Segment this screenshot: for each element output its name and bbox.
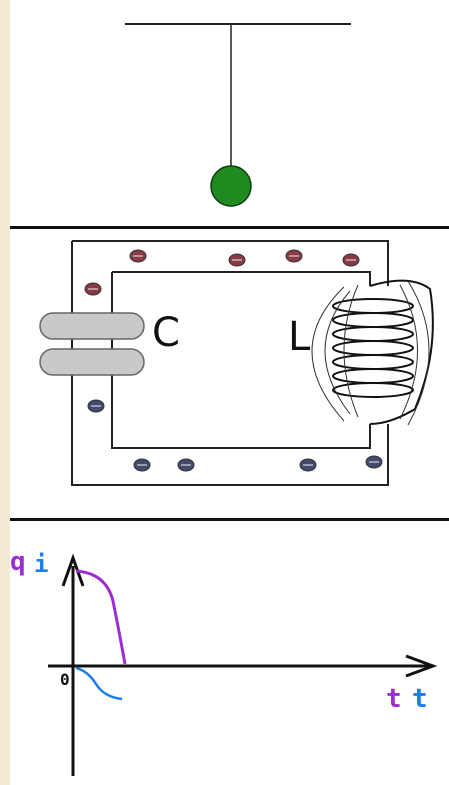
capacitor-plate-top <box>39 312 145 340</box>
capacitor-plate-bottom <box>39 348 145 376</box>
inductor-coil <box>332 279 434 425</box>
q-axis-label: q <box>10 547 26 577</box>
i-curve <box>75 666 123 701</box>
divider-top <box>10 226 449 229</box>
diagram-stage: C L q i 0 t t <box>10 0 449 785</box>
pendulum-panel <box>125 23 351 207</box>
inductor-label: L <box>288 314 311 360</box>
lc-circuit-panel <box>39 240 434 486</box>
divider-bottom <box>10 518 449 521</box>
pendulum-bob <box>210 165 252 207</box>
graph-panel <box>48 553 438 776</box>
magnetic-field-lines <box>311 280 430 426</box>
q-curve <box>75 569 127 665</box>
positive-charge <box>129 249 147 263</box>
origin-label: 0 <box>60 670 70 689</box>
negative-charge <box>133 458 151 472</box>
positive-charge <box>342 253 360 267</box>
positive-charge <box>285 249 303 263</box>
x-axis-arrow <box>405 654 438 678</box>
negative-charge <box>87 399 105 413</box>
positive-charge <box>228 253 246 267</box>
negative-charge <box>177 458 195 472</box>
positive-charge <box>84 282 102 296</box>
time-label-q: t <box>386 684 402 714</box>
negative-charge <box>299 458 317 472</box>
positive-charges <box>84 249 360 296</box>
y-axis-arrow <box>61 553 85 587</box>
wire-inner <box>111 271 371 449</box>
i-axis-label: i <box>34 550 49 578</box>
negative-charge <box>365 455 383 469</box>
time-label-i: t <box>412 684 428 714</box>
negative-charges <box>87 399 383 472</box>
capacitor-label: C <box>152 310 180 356</box>
